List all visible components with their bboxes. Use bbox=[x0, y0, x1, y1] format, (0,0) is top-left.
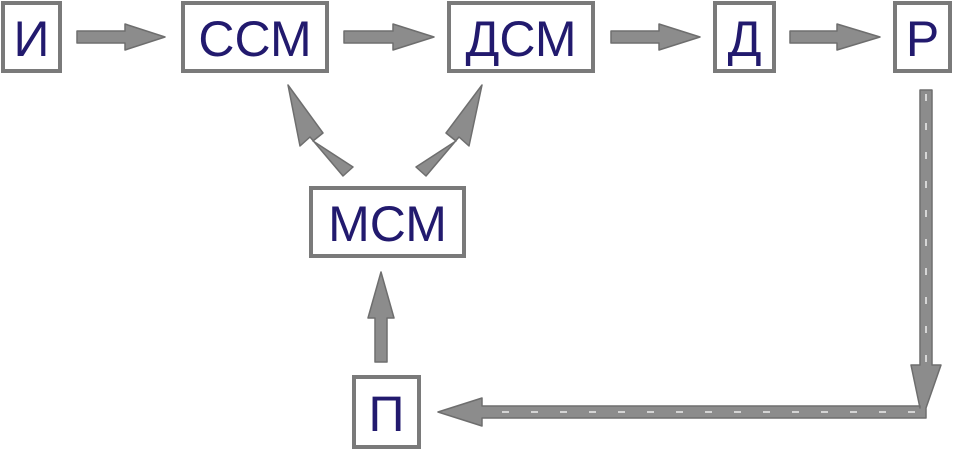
arrow-dsm-to-d bbox=[610, 23, 701, 51]
node-r-label: Р bbox=[906, 11, 939, 67]
node-dsm-label: ДСМ bbox=[465, 11, 576, 67]
arrow-i-to-ssm bbox=[76, 23, 166, 51]
node-i-label: И bbox=[14, 11, 50, 67]
arrow-msm-to-ssm bbox=[287, 84, 354, 177]
node-msm-label: МСМ bbox=[328, 196, 447, 252]
arrow-ssm-to-dsm bbox=[343, 23, 435, 51]
node-p-label: П bbox=[369, 386, 405, 442]
arrow-msm-to-dsm bbox=[415, 84, 483, 177]
arrow-d-to-r bbox=[789, 23, 881, 51]
node-i: И bbox=[1, 1, 62, 73]
node-p: П bbox=[352, 375, 421, 449]
node-dsm: ДСМ bbox=[447, 1, 595, 73]
node-ssm-label: ССМ bbox=[198, 11, 311, 67]
node-ssm: ССМ bbox=[181, 1, 329, 73]
node-d: Д bbox=[713, 1, 776, 73]
arrow-r-to-p bbox=[437, 89, 942, 427]
node-msm: МСМ bbox=[309, 186, 466, 258]
arrow-p-to-msm bbox=[367, 271, 395, 363]
node-d-label: Д bbox=[728, 11, 762, 67]
node-r: Р bbox=[893, 1, 952, 73]
